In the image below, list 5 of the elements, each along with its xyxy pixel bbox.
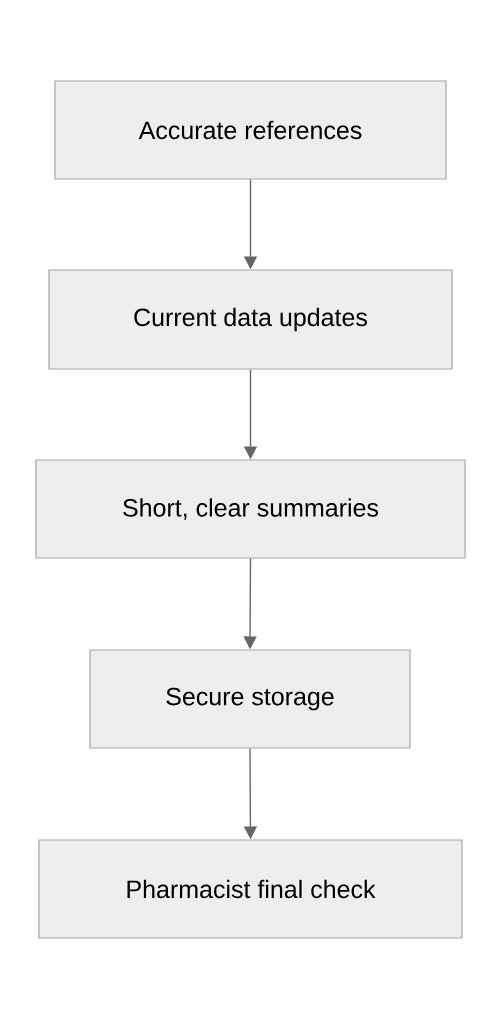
process-box: Short, clear summaries bbox=[35, 459, 466, 559]
process-box: Current data updates bbox=[48, 269, 453, 370]
process-box: Pharmacist final check bbox=[38, 839, 463, 939]
process-box: Accurate references bbox=[54, 80, 447, 180]
process-box: Secure storage bbox=[89, 649, 411, 749]
